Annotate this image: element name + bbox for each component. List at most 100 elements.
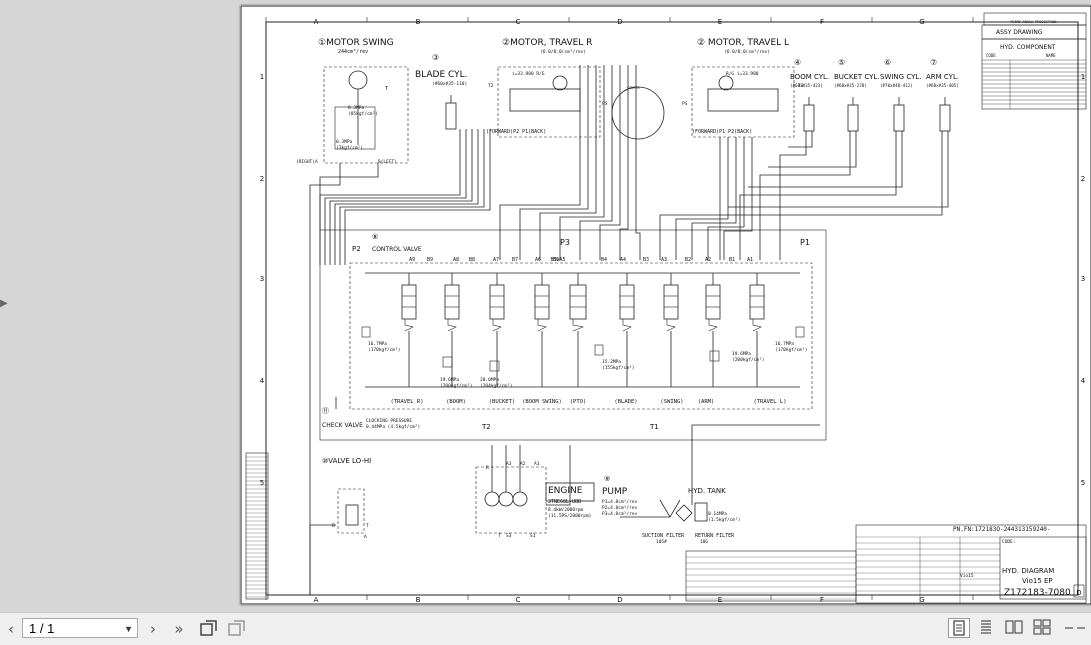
grid-col-label-bottom-A: A bbox=[314, 596, 319, 604]
valve-t1: T1 bbox=[649, 423, 659, 431]
valve-lohi-a: A bbox=[364, 534, 367, 540]
sidebar-toggle-icon[interactable]: ▶ bbox=[0, 298, 8, 309]
spool-7 bbox=[705, 284, 721, 320]
port-label-8: B5≡A5 bbox=[550, 257, 565, 263]
pipe-line bbox=[599, 65, 621, 260]
port-label-14: A2 bbox=[705, 257, 711, 263]
pump-spec1: P1=4.8cm³/rev bbox=[602, 499, 638, 505]
pipe-line bbox=[309, 163, 341, 595]
hyd-component-title: HYD. COMPONENT bbox=[1000, 44, 1056, 51]
prev-page-icon[interactable]: ‹ bbox=[8, 620, 14, 638]
bucket-cylinder bbox=[847, 104, 859, 132]
spool-spring bbox=[537, 319, 547, 332]
zoom-icon[interactable] bbox=[1062, 619, 1090, 639]
revision-table bbox=[685, 550, 857, 602]
port-label-11: B3 bbox=[643, 257, 649, 263]
port-label-9: B4 bbox=[601, 257, 607, 263]
relief-left2: (170kgf/cm²) bbox=[368, 347, 401, 353]
motor-swing-symbol bbox=[348, 70, 368, 90]
valve-lohi-spool bbox=[345, 504, 359, 526]
pipe-line bbox=[675, 137, 729, 260]
spool-spring bbox=[492, 319, 502, 332]
copy-page-icon[interactable] bbox=[226, 619, 248, 639]
cracking-pressure-label: CLOCKING PRESSURE bbox=[366, 418, 412, 424]
pipe-line bbox=[344, 129, 491, 265]
grid-col-label-G: G bbox=[919, 18, 924, 26]
travel-r-ps: PS bbox=[602, 101, 608, 107]
component-name-header: NAME bbox=[1046, 53, 1056, 58]
relief-blade: 15.2MPa bbox=[602, 359, 621, 365]
pipe-line bbox=[559, 65, 605, 260]
spool-spring bbox=[622, 319, 632, 332]
spool-3 bbox=[534, 284, 550, 320]
relief-bucket: 20.0MPa bbox=[480, 377, 499, 383]
page-selector[interactable]: 1 / 1 ▼ bbox=[22, 618, 138, 638]
last-page-icon[interactable]: » bbox=[174, 620, 184, 638]
pipe-line bbox=[759, 131, 851, 260]
swing-relief-a: 8.3MPa bbox=[348, 105, 365, 111]
spool-1 bbox=[444, 284, 460, 320]
relief-right: 16.7MPa bbox=[775, 341, 794, 347]
grid-col-label-D: D bbox=[617, 18, 622, 26]
grid-row-label-right-2: 2 bbox=[1081, 175, 1085, 183]
pump-frame bbox=[475, 466, 547, 534]
bucket-cyl-number: ⑤ bbox=[838, 58, 845, 67]
relief-blade2: (155kgf/cm²) bbox=[602, 365, 635, 371]
pipe-line bbox=[499, 65, 581, 260]
two-page-icon[interactable] bbox=[1004, 618, 1026, 638]
swing-relief-block bbox=[334, 106, 376, 150]
grid-col-label-bottom-E: E bbox=[718, 596, 722, 604]
dropdown-caret-icon: ▼ bbox=[124, 624, 133, 634]
pipe-line bbox=[519, 65, 589, 260]
pump-port-A3: A3 bbox=[506, 461, 512, 467]
pump-spec2: P2=4.8cm³/rev bbox=[602, 505, 638, 511]
engine-title: ENGINE bbox=[548, 486, 583, 496]
blade-cyl-title: BLADE CYL. bbox=[415, 70, 468, 80]
grid-col-label-bottom-F: F bbox=[820, 596, 824, 604]
pipe-line bbox=[579, 65, 613, 260]
page-indicator: 1 / 1 bbox=[29, 621, 55, 636]
pipe-line bbox=[768, 131, 857, 168]
relief-boom-symbol bbox=[442, 356, 453, 368]
spool-spring bbox=[572, 319, 585, 332]
next-page-icon[interactable]: › bbox=[150, 620, 156, 638]
continuous-page-icon[interactable] bbox=[976, 618, 998, 638]
port-label-0: A9 bbox=[409, 257, 415, 263]
relief-arm2: (200kgf/cm²) bbox=[732, 357, 765, 363]
section-label-6: (SWING) bbox=[660, 399, 683, 405]
return-filter-spec: 10G bbox=[700, 539, 708, 545]
spool-spring bbox=[752, 319, 762, 332]
engine-spec2: (11.5PS/2000rpm) bbox=[548, 513, 591, 519]
relief-bucket-symbol bbox=[489, 360, 500, 372]
travel-l-ratio: R/G i=33.980 bbox=[726, 71, 759, 77]
boom-cylinder bbox=[803, 104, 815, 132]
travel-l-forward-label: (FORWARD)P1 P2(BACK) bbox=[692, 129, 752, 135]
pump-port-A2: A2 bbox=[520, 461, 526, 467]
pump-title: PUMP bbox=[602, 487, 628, 497]
swing-relief-a2: (85kgf/cm²) bbox=[348, 111, 378, 117]
port-label-6: A6 bbox=[535, 257, 541, 263]
pipe-line bbox=[329, 129, 473, 265]
pipe-line bbox=[748, 131, 903, 188]
port-label-5: B7 bbox=[512, 257, 518, 263]
spool-0 bbox=[401, 284, 417, 320]
section-label-7: (ARM) bbox=[698, 399, 715, 405]
control-valve-title: CONTROL VALVE bbox=[372, 246, 422, 253]
port-label-7: B6 bbox=[553, 257, 559, 263]
arm-cyl-spec: (#60x#35-405) bbox=[926, 83, 959, 88]
grid-col-label-C: C bbox=[516, 18, 521, 26]
pipe-line bbox=[739, 131, 897, 260]
single-page-icon[interactable] bbox=[948, 618, 970, 638]
pipe-line bbox=[788, 131, 813, 148]
pipe-line bbox=[319, 163, 379, 235]
boom-cyl-title: BOOM CYL. bbox=[790, 73, 829, 81]
rotate-page-icon[interactable] bbox=[198, 619, 220, 639]
two-page-continuous-icon[interactable] bbox=[1032, 618, 1054, 638]
pipe-line bbox=[779, 131, 807, 260]
port-label-15: B1 bbox=[729, 257, 735, 263]
pipe-line bbox=[691, 137, 737, 260]
grid-row-label-2: 2 bbox=[260, 175, 264, 183]
motor-travel-r-spec: (6.0/8.0(cm³/rev) bbox=[540, 49, 586, 55]
